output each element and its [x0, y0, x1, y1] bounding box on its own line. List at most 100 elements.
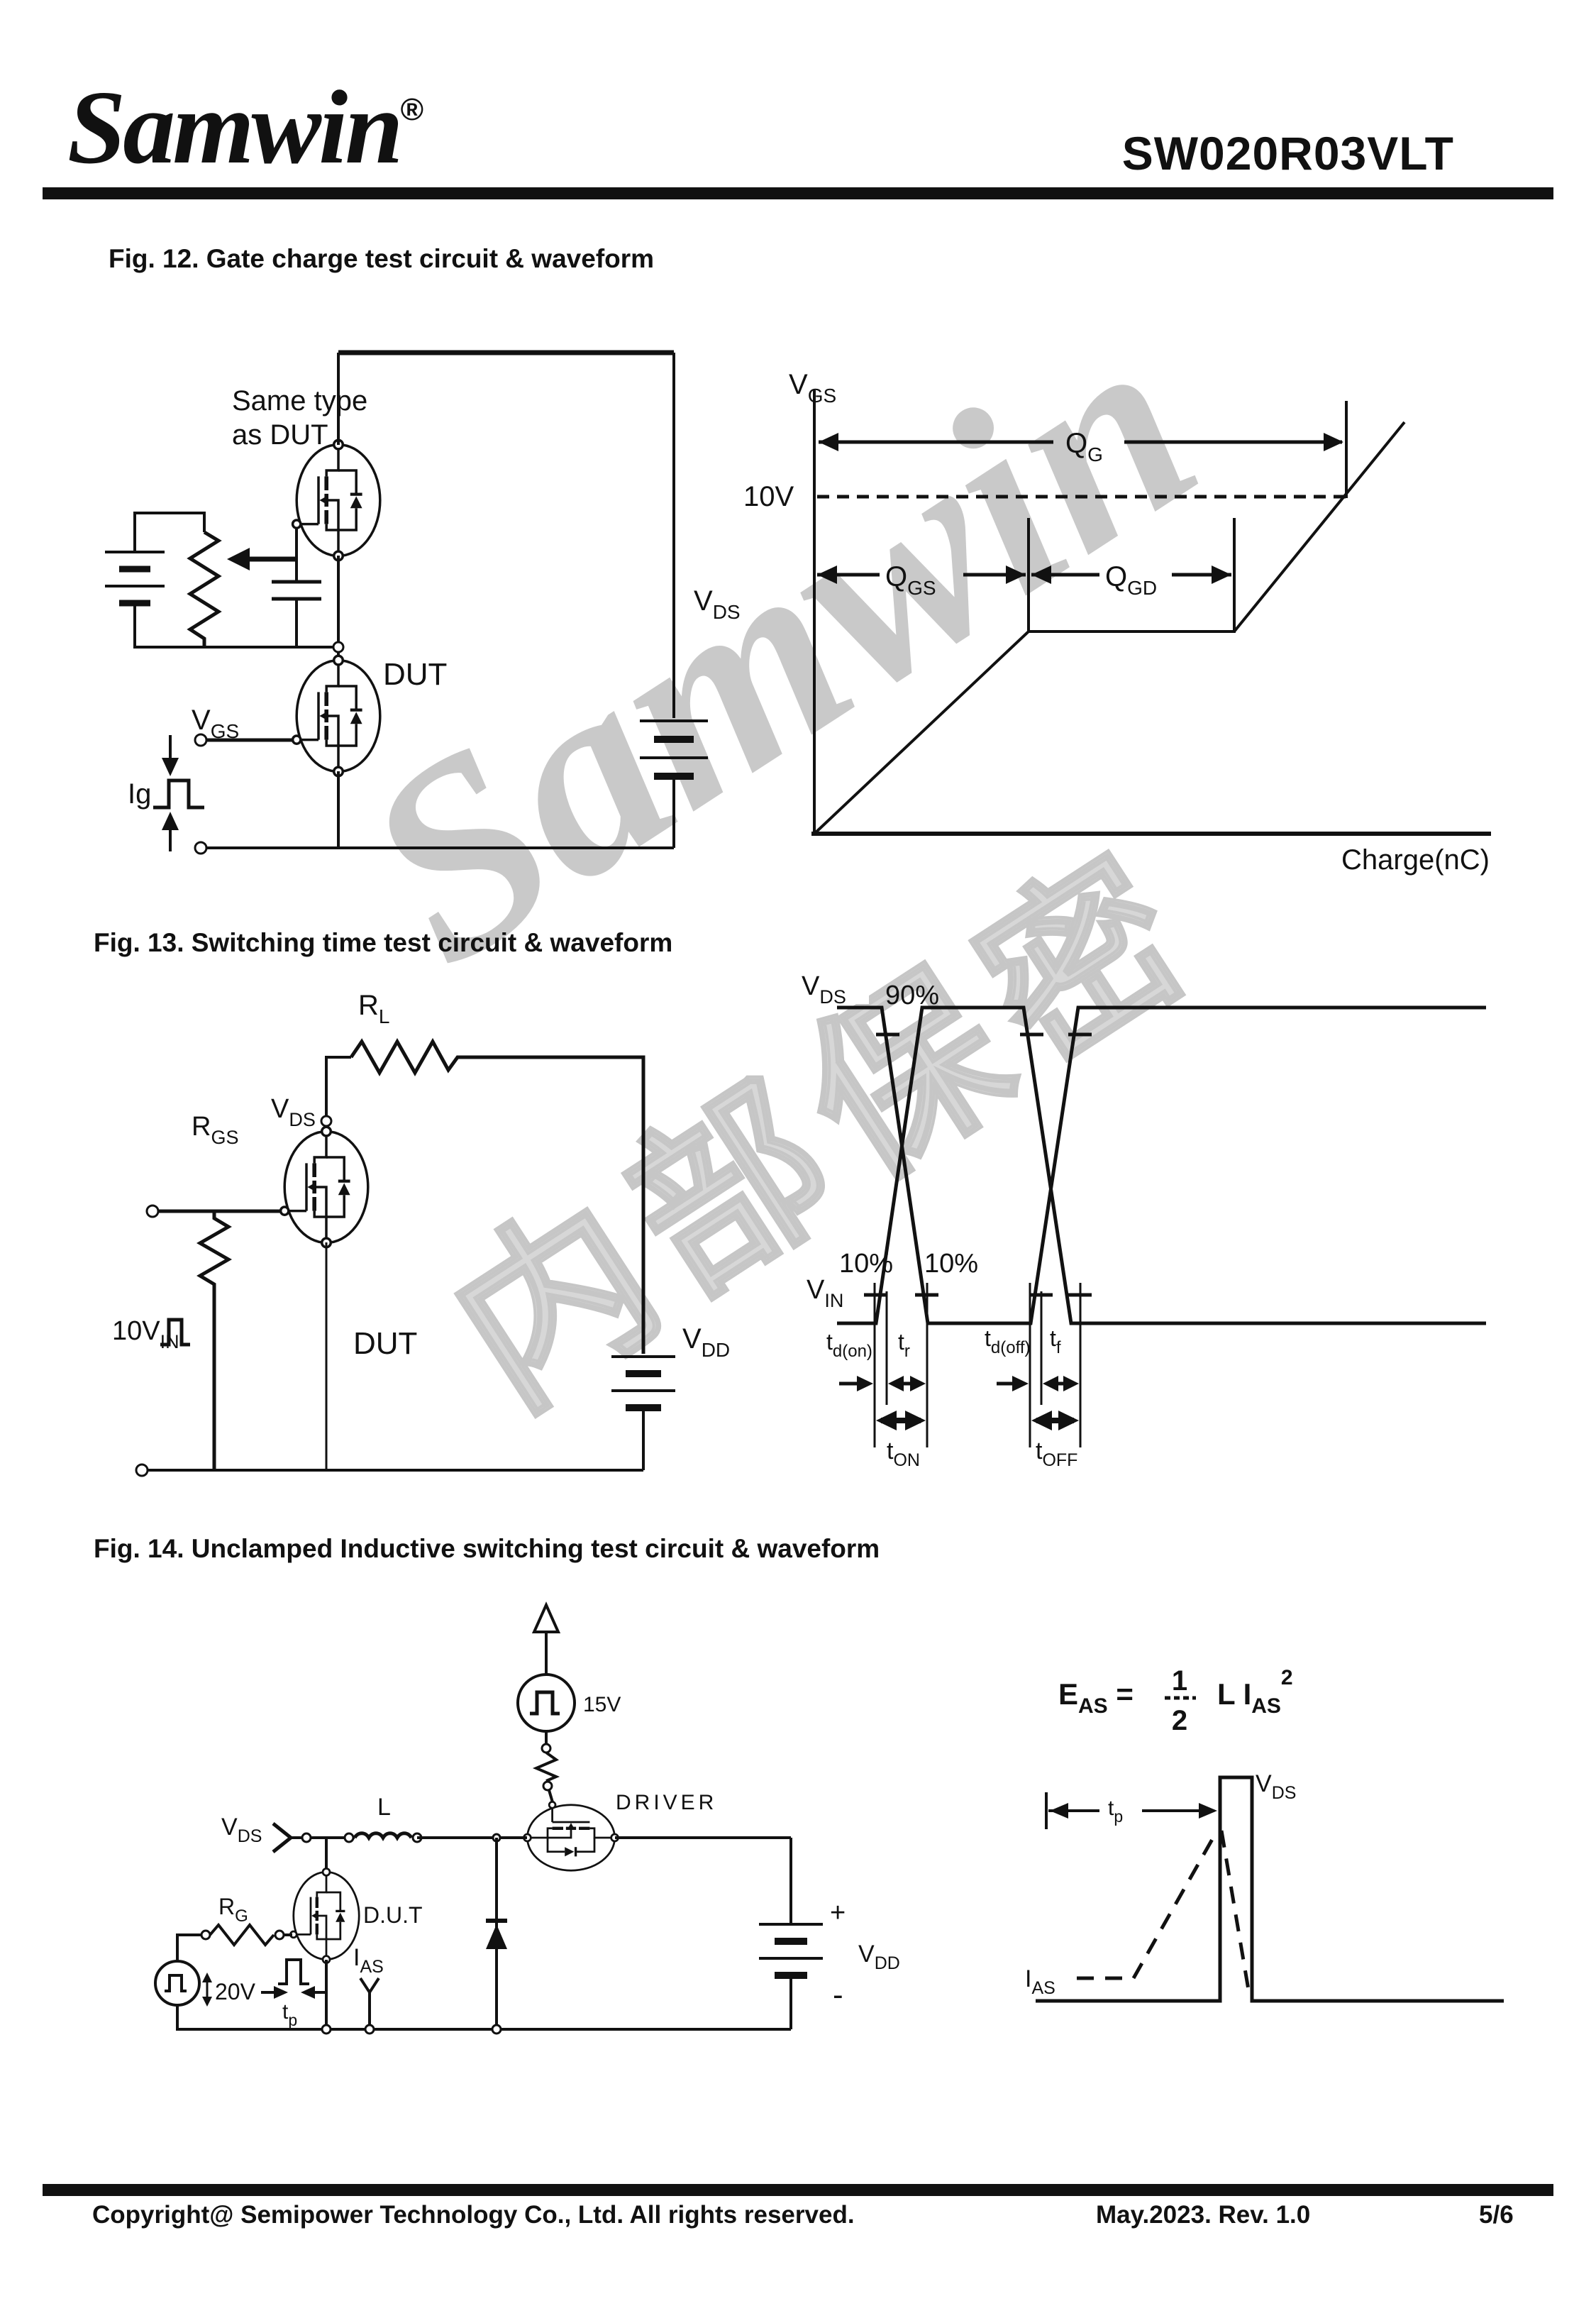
- mosfet-symbol-dut: [293, 656, 380, 776]
- brand-logo: Samwin®: [67, 67, 423, 188]
- mosfet-symbol-driver: [523, 1802, 618, 1870]
- tr-label: tr: [898, 1329, 910, 1361]
- footer-copyright: Copyright@ Semipower Technology Co., Ltd…: [92, 2201, 855, 2229]
- qg-label: QG: [1065, 428, 1103, 465]
- label-backdrop: [830, 1243, 890, 1279]
- ias-probe-icon: [359, 1977, 380, 2025]
- fig14-circuit-diagram: 15V DRIVER VDS L D.U.T RG: [154, 1601, 900, 2035]
- fig12-ig-label: Ig: [128, 778, 151, 810]
- fig12-vds-label: VDS: [694, 585, 741, 623]
- fig12-dut-label: DUT: [383, 657, 447, 692]
- node: [541, 1743, 552, 1754]
- mosfet-symbol-dut: [281, 1127, 368, 1247]
- node: [343, 1832, 355, 1843]
- p10-right-label: 10%: [924, 1249, 978, 1279]
- inductor-symbol: [353, 1831, 414, 1842]
- v20-annotation: 20V: [202, 1973, 256, 2007]
- vds-pulse-label: VDS: [1256, 1770, 1296, 1803]
- l-label: L: [377, 1794, 391, 1821]
- label-backdrop: [915, 1243, 975, 1279]
- v20-label: 20V: [215, 1979, 256, 2004]
- input-pulse-icon: [160, 1318, 190, 1347]
- up-arrow-icon: [531, 1601, 561, 1633]
- battery-plus-sign: +: [830, 1898, 846, 1928]
- fig13-dut-label: DUT: [353, 1326, 417, 1361]
- label-backdrop: [787, 961, 869, 1004]
- rg-label: RG: [218, 1894, 248, 1926]
- qg-dimension-arrow: [819, 433, 1343, 451]
- p90-label: 90%: [885, 981, 939, 1010]
- y-axis-label-vgs: VGS: [789, 369, 836, 407]
- fig12-waveform-chart: VGS Charge(nC) 10V QG QGS: [743, 369, 1491, 876]
- wire: [548, 1789, 554, 1803]
- x-axis-label: Charge(nC): [1341, 844, 1490, 876]
- eas-equation: EAS = 1 2 L IAS2: [1058, 1665, 1293, 1736]
- wire: [133, 603, 333, 649]
- fig13-vdd-label: VDD: [682, 1323, 730, 1361]
- svg-text:2: 2: [1172, 1705, 1187, 1736]
- node: [200, 1929, 211, 1941]
- capacitor-symbol: [272, 580, 321, 601]
- node: [542, 1780, 553, 1792]
- fig14-ias-label: IAS: [353, 1944, 384, 1977]
- tp-dimension-arrow: [1045, 1792, 1217, 1829]
- node: [321, 2024, 332, 2035]
- toff-dimension-arrow: [1031, 1411, 1079, 1430]
- brand-logo-text: Samwin: [67, 70, 404, 186]
- toff-label: tOFF: [1036, 1438, 1077, 1470]
- footer-page-number: 5/6: [1479, 2201, 1514, 2229]
- qgd-label: QGD: [1105, 561, 1157, 599]
- fig14-dut-label: D.U.T: [363, 1902, 423, 1928]
- svg-text:1: 1: [1172, 1665, 1187, 1697]
- timing-arrows: [839, 1376, 1079, 1391]
- fig12-title: Fig. 12. Gate charge test circuit & wave…: [109, 244, 655, 273]
- wire: [325, 1056, 351, 1132]
- pulse-source-20v-symbol: [154, 1960, 201, 2007]
- node: [274, 1929, 285, 1941]
- svg-text:EAS =: EAS =: [1058, 1677, 1134, 1718]
- wiper-arrowhead-icon: [227, 548, 250, 570]
- resistor-rg-symbol: [209, 1922, 275, 1948]
- node: [491, 2024, 502, 2035]
- tp-waveform-label: tp: [1108, 1797, 1123, 1826]
- vds-probe-chevron-icon: [272, 1822, 294, 1853]
- footer-divider: [43, 2184, 1553, 2196]
- terminal-node: [145, 1204, 160, 1218]
- terminal-node: [135, 1463, 149, 1477]
- battery-minus-sign: -: [833, 1977, 843, 2012]
- battery-symbol-vdd: [759, 1923, 823, 1979]
- qgs-dimension-arrow: [817, 566, 1026, 584]
- fig14-vdd-label: VDD: [858, 1941, 900, 1973]
- rgs-label: RGS: [192, 1112, 238, 1148]
- fig12-circuit-diagram: Same type as DUT VDS DUT: [105, 350, 741, 855]
- tf-label: tf: [1050, 1325, 1061, 1357]
- battery-symbol-left: [105, 551, 165, 607]
- tp-pulse-annotation: [261, 1958, 328, 1999]
- terminal-node: [194, 841, 208, 855]
- wire: [133, 512, 206, 552]
- mosfet-symbol-dut: [290, 1868, 359, 1963]
- resistor-rgs-symbol: [196, 1211, 233, 1470]
- vin-trace-label: VIN: [807, 1275, 843, 1311]
- diode-symbol: [486, 1919, 507, 1949]
- qgd-dimension-arrow: [1031, 566, 1231, 584]
- v15-label: 15V: [583, 1693, 621, 1716]
- level-10v-label: 10V: [743, 481, 794, 512]
- registered-mark-icon: ®: [400, 92, 423, 127]
- fig14-vds-label: VDS: [221, 1814, 262, 1846]
- fig13-circuit-diagram: RL VDS DUT VDD RGS 10VIN: [112, 990, 730, 1477]
- fig14-tp-label: tp: [282, 2000, 297, 2029]
- fig13-vds-label: VDS: [271, 1094, 316, 1130]
- qgs-label: QGS: [885, 561, 936, 599]
- fig14-waveform-chart: EAS = 1 2 L IAS2 VDS tp IAS: [1025, 1665, 1504, 2003]
- header-divider: [43, 187, 1553, 199]
- gate-charge-curve: [813, 421, 1406, 835]
- junction-node: [332, 641, 345, 653]
- vds-node: [320, 1115, 333, 1127]
- vin-10v-label: 10VIN: [112, 1316, 179, 1352]
- fig14-title: Fig. 14. Unclamped Inductive switching t…: [94, 1534, 880, 1563]
- ton-label: tON: [887, 1438, 920, 1470]
- potentiometer-symbol: [187, 530, 222, 647]
- node: [364, 2024, 375, 2035]
